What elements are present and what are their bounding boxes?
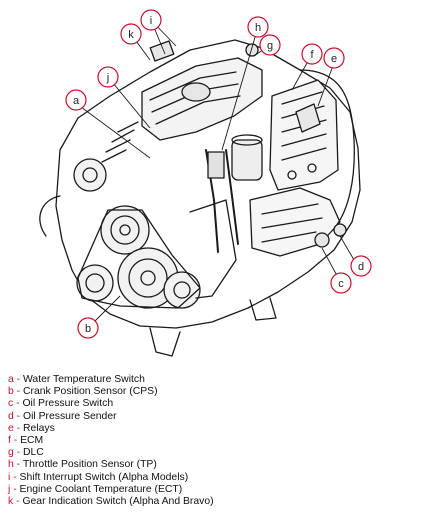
- callout-label-a: a: [73, 95, 80, 107]
- callout-k: [120, 23, 142, 45]
- callout-label-f: f: [310, 49, 314, 61]
- legend-item: f - ECM: [8, 435, 44, 447]
- callout-a: [65, 89, 87, 111]
- legend-item: k - Gear Indication Switch (Alpha And Br…: [8, 496, 214, 508]
- callout-label-b: b: [85, 323, 91, 335]
- callout-label-e: e: [331, 53, 337, 65]
- callout-h: [247, 16, 269, 38]
- component-legend: a - Water Temperature Switch b - Crank P…: [8, 374, 420, 508]
- callout-label-h: h: [255, 22, 261, 34]
- legend-item: g - DLC: [8, 447, 44, 459]
- engine-diagram: a b c d e f g h i j k: [39, 9, 372, 357]
- legend-item: e - Relays: [8, 422, 55, 434]
- legend-item: j - Engine Coolant Temperature (ECT): [8, 483, 183, 495]
- callout-d: [350, 255, 372, 277]
- legend-item: i - Shift Interrupt Switch (Alpha Models…: [8, 471, 189, 483]
- callout-f: [301, 43, 323, 65]
- callout-label-i: i: [150, 15, 152, 27]
- callout-c: [330, 272, 352, 294]
- callout-i: [140, 9, 162, 31]
- callout-label-g: g: [267, 40, 273, 52]
- callout-label-j: j: [106, 72, 109, 84]
- callout-e: [323, 47, 345, 69]
- callout-label-k: k: [128, 29, 134, 41]
- engine-illustration: a b c d e f g h i j k: [39, 9, 372, 357]
- callout-label-d: d: [358, 261, 364, 273]
- legend-item: b - Crank Position Sensor (CPS): [8, 386, 158, 398]
- callout-label-c: c: [338, 278, 344, 290]
- legend-item: d - Oil Pressure Sender: [8, 410, 117, 422]
- legend-item: a - Water Temperature Switch: [8, 374, 145, 385]
- legend-item: c - Oil Pressure Switch: [8, 398, 114, 410]
- callout-g: [259, 34, 281, 56]
- callout-b: [77, 317, 99, 339]
- callout-j: [97, 66, 119, 88]
- legend-item: h - Throttle Position Sensor (TP): [8, 459, 157, 471]
